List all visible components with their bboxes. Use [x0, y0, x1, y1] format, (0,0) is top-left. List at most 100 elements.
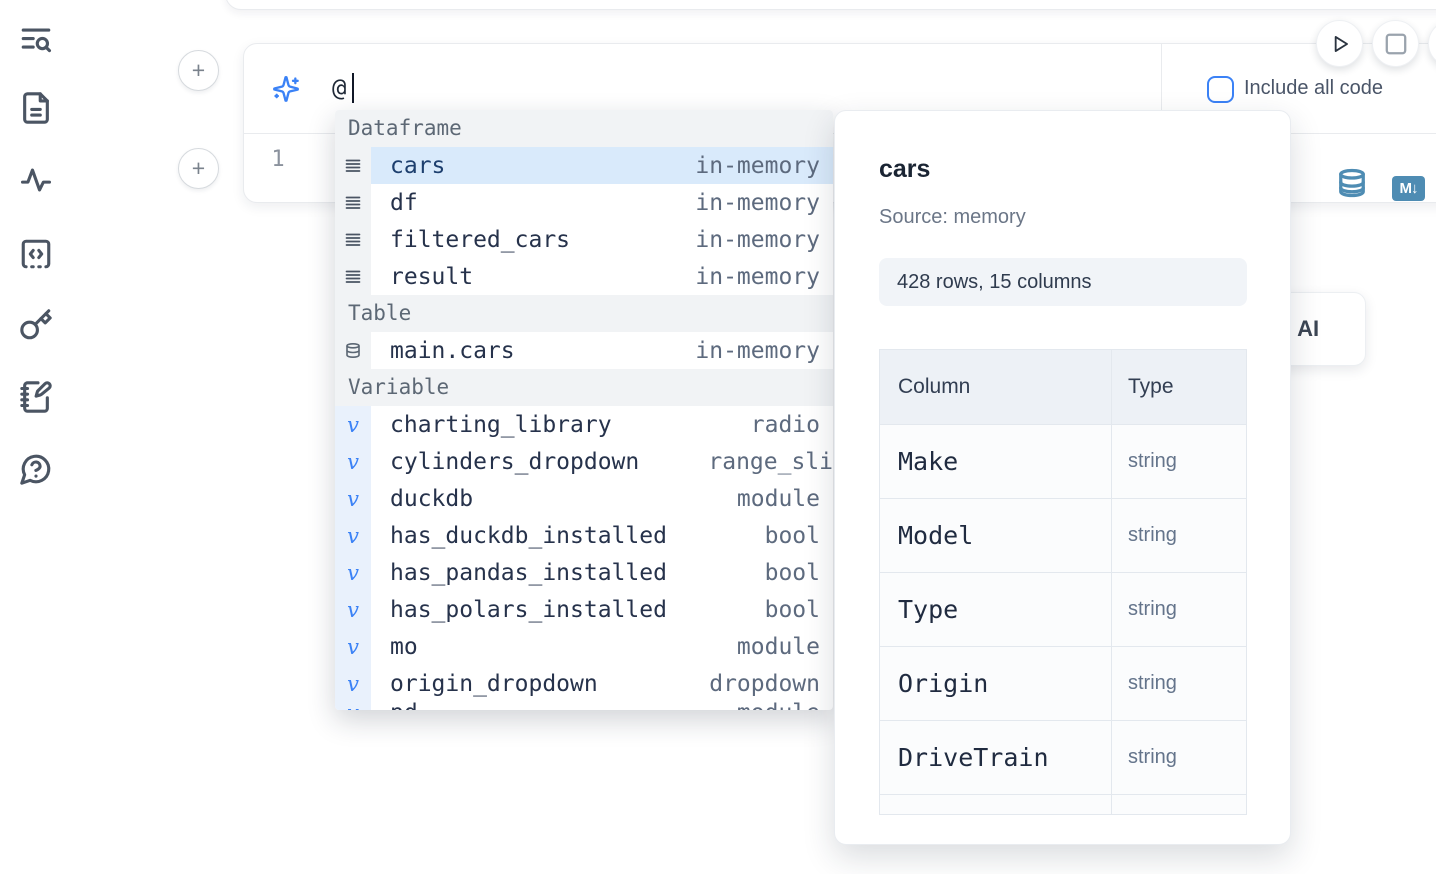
item-type: bool — [764, 559, 820, 586]
schema-row: DriveTrain string — [880, 720, 1246, 794]
ai-button-label: AI — [1297, 316, 1320, 341]
autocomplete-item[interactable]: filtered_cars in-memory — [335, 221, 833, 258]
column-type: string — [1128, 450, 1177, 472]
item-type: module — [736, 485, 820, 512]
include-all-code-checkbox[interactable] — [1207, 76, 1234, 103]
item-type: bool — [764, 522, 820, 549]
item-name: duckdb — [390, 485, 474, 512]
column-name: Type — [898, 595, 959, 624]
autocomplete-item-clipped[interactable]: v pdmodule — [335, 694, 833, 710]
column-type: string — [1128, 672, 1177, 694]
variable-icon: v — [335, 628, 371, 665]
item-type: in-memory — [695, 337, 820, 364]
text-cursor — [352, 73, 354, 103]
line-number: 1 — [271, 147, 285, 172]
add-cell-button-top[interactable]: + — [178, 50, 219, 91]
preview-source: Source: memory — [879, 206, 1026, 228]
item-type: in-memory — [695, 263, 820, 290]
include-all-code-label: Include all code — [1244, 77, 1383, 99]
preview-title: cars — [879, 155, 931, 183]
play-icon — [1334, 35, 1348, 52]
run-cell-button[interactable] — [1316, 20, 1363, 67]
item-type: bool — [764, 596, 820, 623]
variable-icon: v — [335, 554, 371, 591]
column-type: string — [1128, 598, 1177, 620]
autocomplete-item[interactable]: main.cars in-memory — [335, 332, 833, 369]
help-chat-icon[interactable] — [19, 452, 53, 486]
column-name: Model — [898, 521, 974, 550]
column-type: string — [1128, 524, 1177, 546]
item-name: result — [390, 263, 474, 290]
dataframe-icon — [335, 184, 371, 221]
dataframe-preview-popover: cars Source: memory 428 rows, 15 columns… — [834, 110, 1291, 845]
item-type: in-memory — [695, 189, 820, 216]
section-header-variable: Variable — [335, 369, 833, 406]
schema-row: Model string — [880, 498, 1246, 572]
autocomplete-item[interactable]: v cylinders_dropdown range_sli — [335, 443, 833, 480]
variable-icon: v — [335, 694, 371, 710]
add-cell-button-bottom[interactable]: + — [178, 148, 219, 189]
item-name: charting_library — [390, 411, 612, 438]
column-type: string — [1128, 746, 1177, 768]
column-name: DriveTrain — [898, 743, 1049, 772]
variable-icon: v — [335, 443, 371, 480]
markdown-icon[interactable]: M↓ — [1392, 176, 1425, 201]
ai-prompt-input[interactable]: @ — [332, 74, 347, 102]
item-type: module — [736, 633, 820, 660]
item-name: pd — [390, 700, 418, 711]
section-header-dataframe: Dataframe — [335, 110, 833, 147]
file-document-icon[interactable] — [19, 91, 53, 125]
autocomplete-item[interactable]: v has_polars_installed bool — [335, 591, 833, 628]
preview-summary-badge: 428 rows, 15 columns — [879, 258, 1247, 306]
column-name: Make — [898, 447, 959, 476]
autocomplete-item[interactable]: v duckdb module — [335, 480, 833, 517]
autocomplete-item[interactable]: result in-memory — [335, 258, 833, 295]
left-sidebar — [0, 0, 72, 874]
variable-icon: v — [335, 406, 371, 443]
item-name: has_polars_installed — [390, 596, 667, 623]
autocomplete-item[interactable]: v charting_library radio — [335, 406, 833, 443]
code-snippet-icon[interactable] — [19, 237, 53, 271]
item-name: mo — [390, 633, 418, 660]
notebook-pen-icon[interactable] — [19, 380, 53, 414]
variable-icon: v — [335, 591, 371, 628]
key-icon[interactable] — [19, 308, 53, 342]
schema-header-row: Column Type — [880, 350, 1246, 424]
activity-pulse-icon[interactable] — [19, 163, 53, 197]
database-icon[interactable] — [1337, 167, 1367, 199]
item-type: in-memory — [695, 152, 820, 179]
item-name: main.cars — [390, 337, 515, 364]
item-type: radio — [750, 411, 820, 438]
item-name: cylinders_dropdown — [390, 448, 640, 475]
variable-icon: v — [335, 480, 371, 517]
autocomplete-item[interactable]: v has_pandas_installed bool — [335, 554, 833, 591]
stop-button[interactable] — [1372, 20, 1419, 67]
schema-row-clipped — [880, 794, 1246, 814]
dataframe-icon — [335, 258, 371, 295]
schema-table: Column Type Make string Model string Typ… — [879, 349, 1247, 815]
autocomplete-item[interactable]: cars in-memory — [335, 147, 833, 184]
table-of-contents-search-icon[interactable] — [19, 23, 53, 57]
item-type: in-memory — [695, 226, 820, 253]
dataframe-icon — [335, 147, 371, 184]
item-type: dropdown — [709, 670, 820, 697]
item-name: origin_dropdown — [390, 670, 598, 697]
schema-row: Make string — [880, 424, 1246, 498]
column-header: Column — [898, 375, 971, 398]
section-header-table: Table — [335, 295, 833, 332]
column-name: Origin — [898, 669, 989, 698]
item-name: cars — [390, 152, 446, 179]
schema-row: Origin string — [880, 646, 1246, 720]
item-name: has_pandas_installed — [390, 559, 667, 586]
item-type: range_sli — [708, 448, 833, 475]
schema-row: Type string — [880, 572, 1246, 646]
item-name: filtered_cars — [390, 226, 571, 253]
dataframe-icon — [335, 221, 371, 258]
autocomplete-item[interactable]: v mo module — [335, 628, 833, 665]
previous-cell-edge — [225, 0, 1436, 10]
type-header: Type — [1128, 375, 1174, 398]
